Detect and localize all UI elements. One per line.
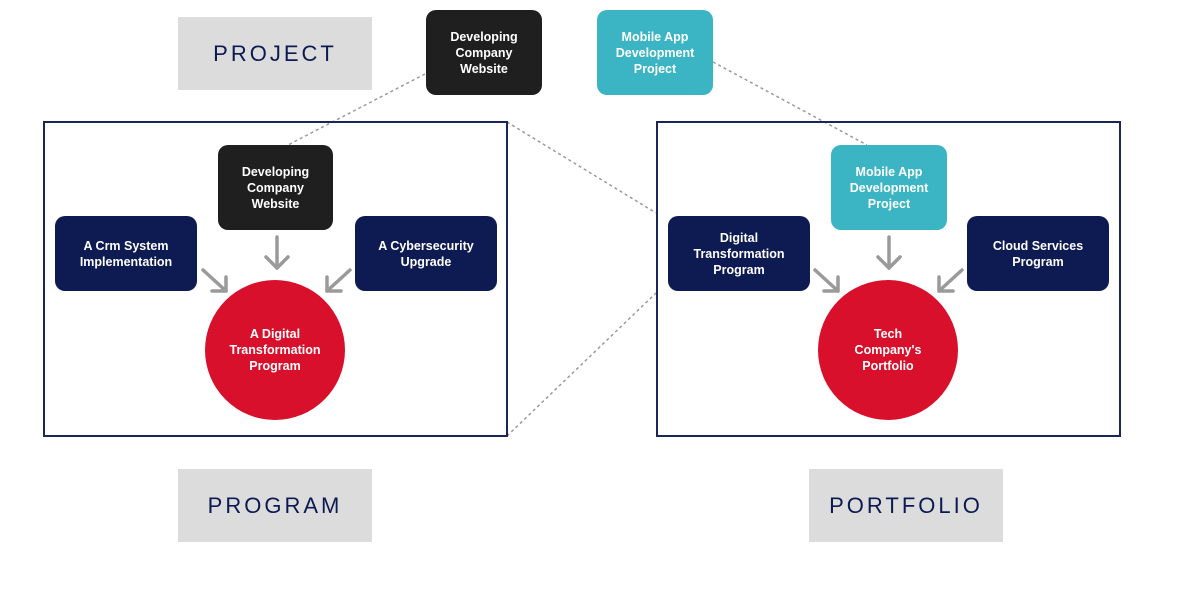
program-node-cybersecurity-text: A Cybersecurity Upgrade: [378, 238, 474, 269]
project-node-mobile-app-text: Mobile App Development Project: [615, 29, 695, 76]
program-node-website-text: Developing Company Website: [241, 164, 310, 211]
program-node-cybersecurity: A Cybersecurity Upgrade: [355, 216, 497, 291]
program-center-text: A Digital Transformation Program: [229, 327, 321, 373]
portfolio-label: PORTFOLIO: [809, 469, 1003, 542]
portfolio-center-circle: Tech Company's Portfolio: [818, 280, 958, 420]
program-center-circle: A Digital Transformation Program: [205, 280, 345, 420]
program-node-crm-text: A Crm System Implementation: [79, 238, 173, 269]
dotted-line-program-to-portfolio-bottom: [506, 292, 657, 437]
portfolio-panel: [656, 121, 1121, 437]
program-node-crm: A Crm System Implementation: [55, 216, 197, 291]
dotted-line-program-to-portfolio-top: [506, 121, 657, 214]
project-label-text: PROJECT: [213, 40, 337, 66]
program-panel: [43, 121, 508, 437]
project-node-website-text: Developing Company Website: [450, 29, 518, 76]
program-node-website: Developing Company Website: [218, 145, 333, 230]
portfolio-label-text: PORTFOLIO: [829, 492, 983, 518]
project-node-mobile-app: Mobile App Development Project: [597, 10, 713, 95]
program-label: PROGRAM: [178, 469, 372, 542]
portfolio-node-cloud-text: Cloud Services Program: [992, 238, 1084, 269]
portfolio-node-mobile-app-text: Mobile App Development Project: [849, 164, 929, 211]
portfolio-center-text: Tech Company's Portfolio: [854, 327, 922, 373]
portfolio-node-digital-transformation: Digital Transformation Program: [668, 216, 810, 291]
portfolio-node-mobile-app: Mobile App Development Project: [831, 145, 947, 230]
portfolio-node-cloud: Cloud Services Program: [967, 216, 1109, 291]
portfolio-node-digital-transformation-text: Digital Transformation Program: [693, 230, 785, 277]
project-node-website: Developing Company Website: [426, 10, 542, 95]
project-label: PROJECT: [178, 17, 372, 90]
program-label-text: PROGRAM: [207, 492, 343, 518]
